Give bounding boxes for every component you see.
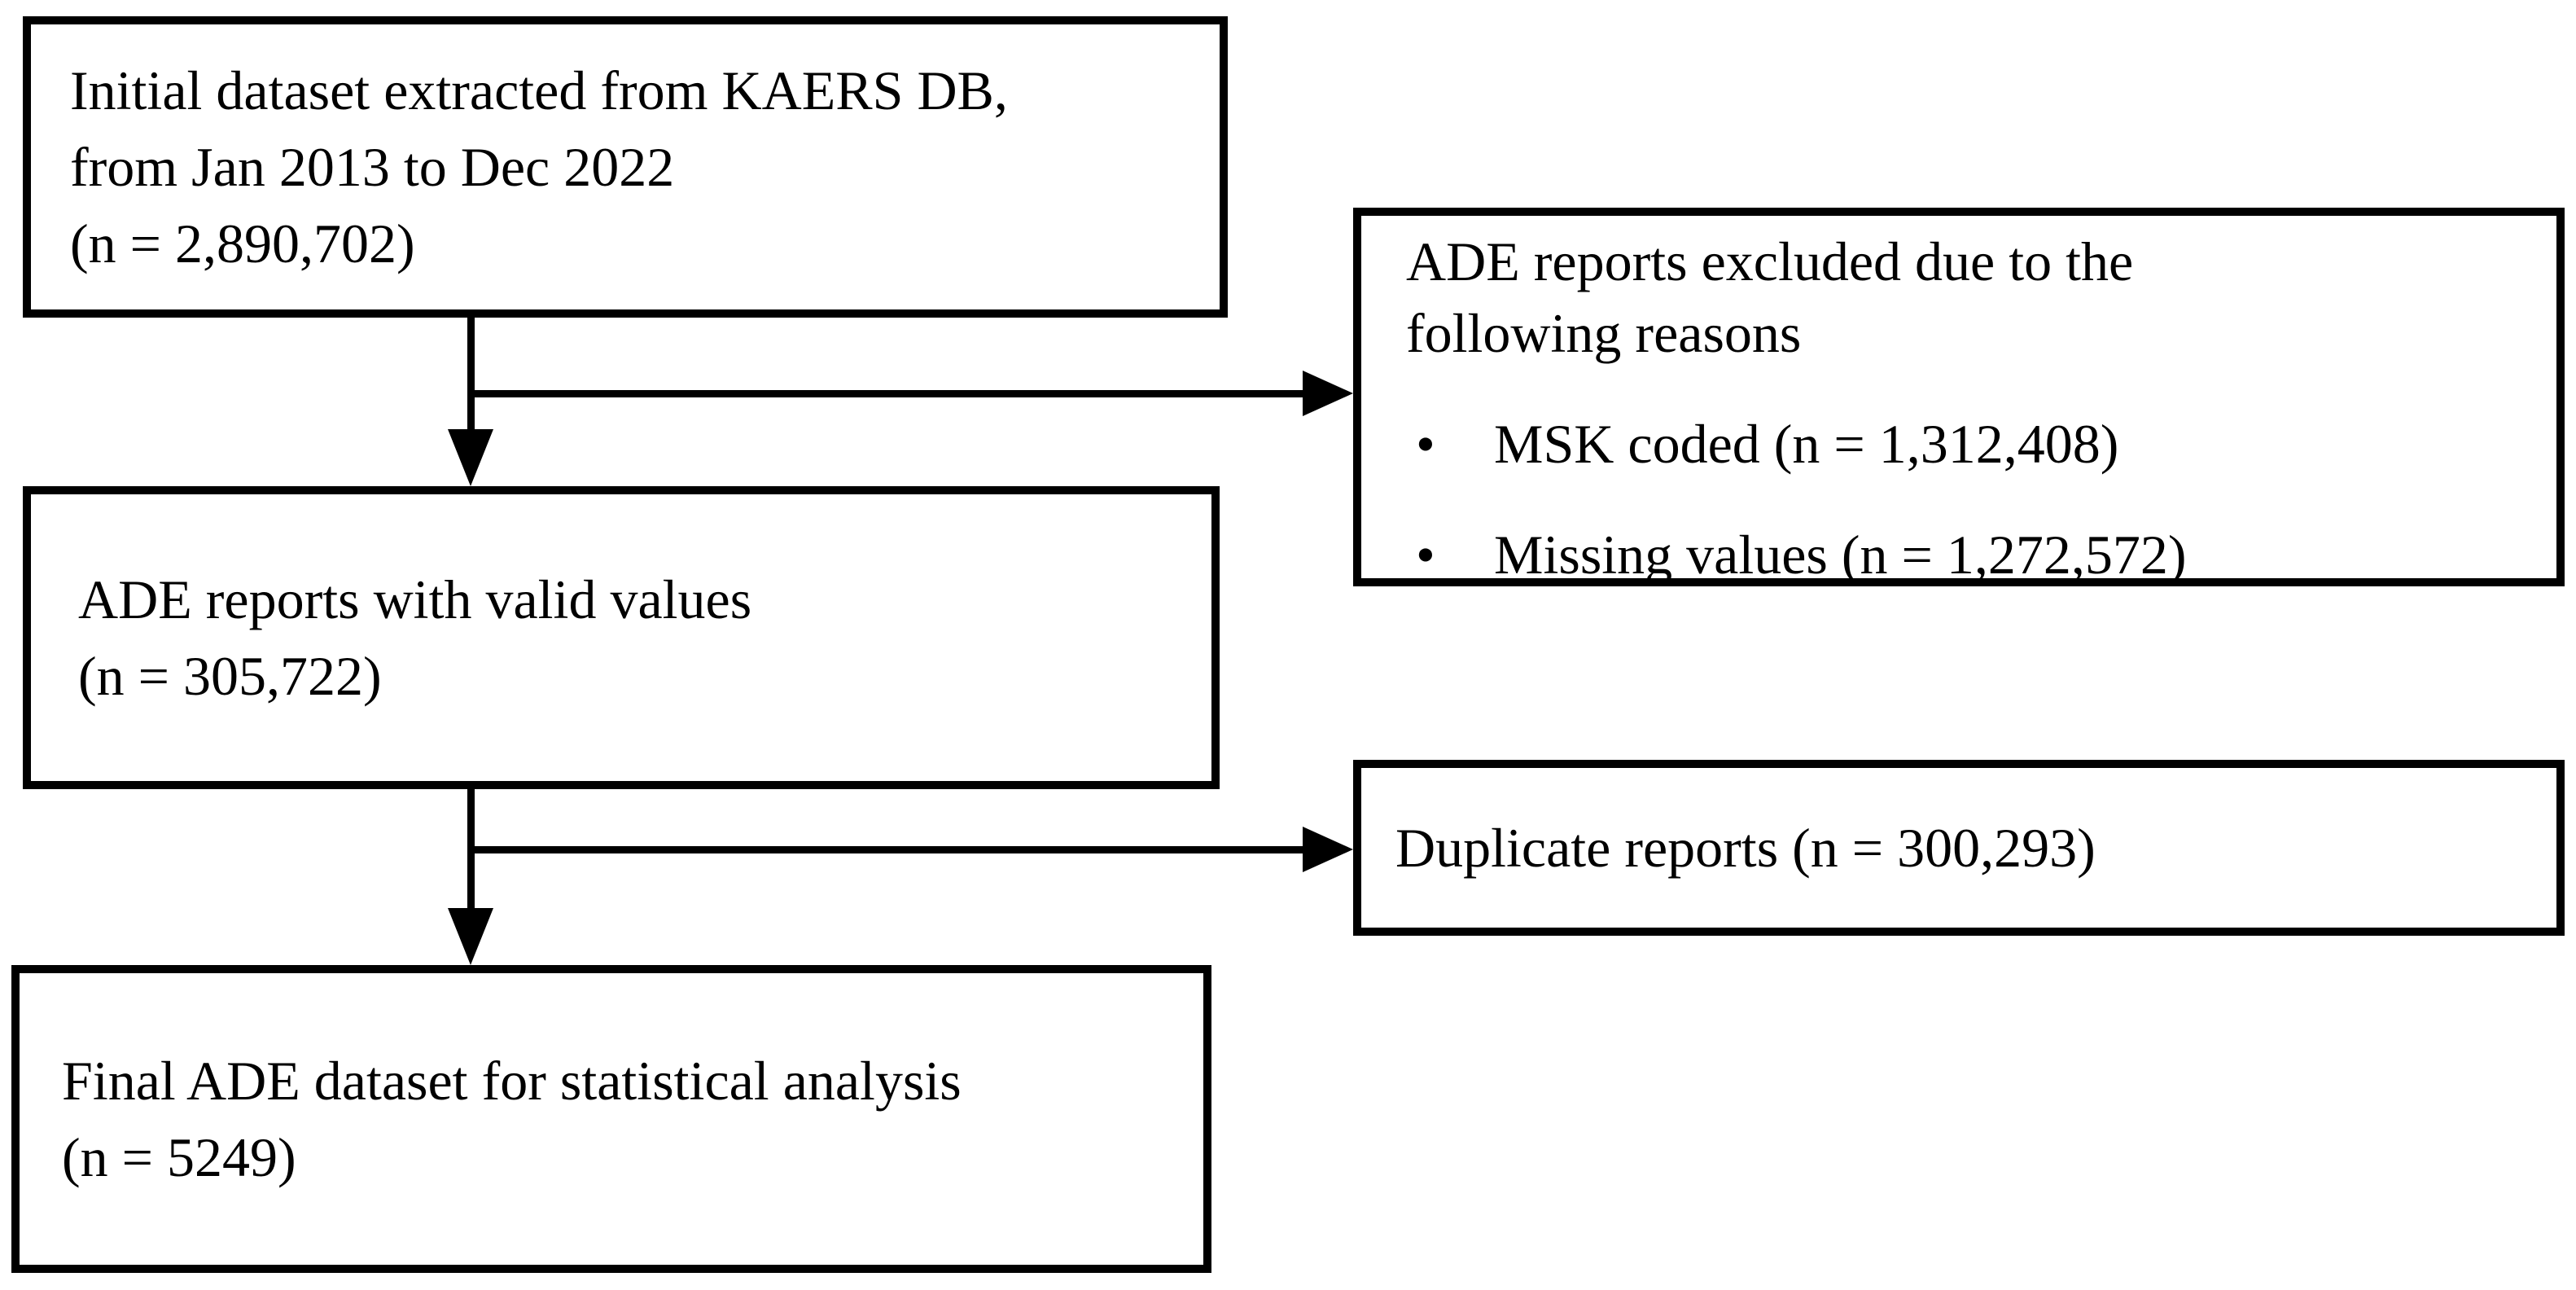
box-initial-dataset: Initial dataset extracted from KAERS DB,… — [23, 16, 1228, 318]
bullet-icon: • — [1416, 413, 1435, 475]
connector-branch-to-duplicate — [467, 846, 1306, 853]
box-text-line: Final ADE dataset for statistical analys… — [62, 1050, 962, 1112]
bullet-icon: • — [1416, 524, 1435, 586]
box-text-line: ADE reports with valid values — [78, 568, 752, 630]
box-text-line: (n = 2,890,702) — [70, 213, 415, 274]
bullet-text: MSK coded (n = 1,312,408) — [1494, 413, 2119, 475]
arrowhead-right-icon — [1303, 371, 1353, 416]
box-excluded-reports: ADE reports excluded due to the followin… — [1353, 208, 2565, 586]
box-text-line: following reasons — [1406, 302, 1802, 364]
arrowhead-right-icon — [1303, 827, 1353, 872]
box-text-line: Duplicate reports (n = 300,293) — [1395, 817, 2096, 879]
box-duplicate-reports: Duplicate reports (n = 300,293) — [1353, 760, 2565, 936]
box-text-line: ADE reports excluded due to the — [1406, 230, 2134, 292]
bullet-text: Missing values (n = 1,272,572) — [1494, 524, 2187, 586]
connector-branch-to-excluded — [467, 390, 1306, 397]
bullet-item-missing-values: • Missing values (n = 1,272,572) — [1406, 519, 2532, 590]
box-text-line: from Jan 2013 to Dec 2022 — [70, 136, 675, 198]
box-text-line: (n = 5249) — [62, 1126, 296, 1188]
box-text-line: (n = 305,722) — [78, 645, 382, 707]
arrowhead-down-icon — [448, 429, 493, 486]
box-valid-reports: ADE reports with valid values (n = 305,7… — [23, 486, 1220, 789]
arrowhead-down-icon — [448, 908, 493, 965]
box-final-dataset: Final ADE dataset for statistical analys… — [11, 965, 1211, 1273]
bullet-item-msk-coded: • MSK coded (n = 1,312,408) — [1406, 408, 2532, 480]
connector-initial-to-valid — [467, 318, 475, 432]
box-text-line: Initial dataset extracted from KAERS DB, — [70, 59, 1008, 121]
